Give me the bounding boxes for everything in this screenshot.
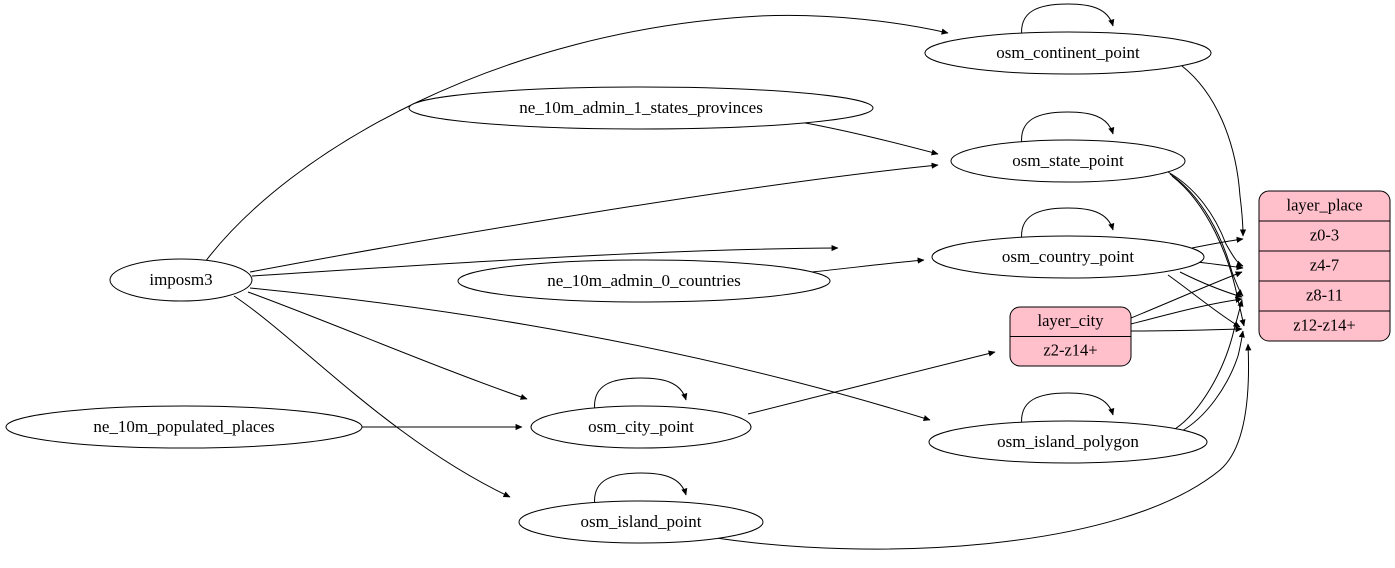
edge-layer_city-layer_place-z12_z14	[1130, 326, 1243, 333]
node-osm_island_point[interactable]: osm_island_point	[518, 500, 764, 544]
edge-osm_state_point-layer_place-z4_7	[1167, 171, 1244, 267]
edge-osm_island_point-layer_place-z12_z14	[709, 343, 1252, 550]
edge-osm_state_point-layer_place-z12_z14	[1171, 175, 1246, 327]
node-imposm3[interactable]: imposm3	[109, 258, 253, 302]
edges-layer	[204, 3, 1252, 550]
edge-osm_country_point-layer_place-z12_z14	[1167, 274, 1241, 328]
nodes-layer: imposm3 ne_10m_admin_1_states_provinces …	[5, 31, 1391, 544]
edge-osm_continent_point-layer_place-z0_3	[1181, 65, 1247, 237]
edge-osm_city_point-layer_city	[747, 350, 996, 415]
edge-self-osm_continent_point	[1021, 3, 1115, 39]
edge-self-osm_island_point	[594, 472, 688, 508]
edge-osm_country_point-layer_place-z8_11	[1179, 271, 1243, 299]
node-layer_city[interactable]: layer_city z2-z14+	[1009, 306, 1132, 367]
edge-ne_states-osm_state_point	[799, 121, 939, 156]
edge-self-osm_state_point	[1021, 111, 1115, 147]
edge-imposm3-osm_country_point	[251, 244, 839, 277]
edge-osm_country_point-layer_place-z0_3	[1191, 236, 1244, 249]
node-osm_city_point[interactable]: osm_city_point	[530, 405, 752, 449]
node-osm_island_polygon[interactable]: osm_island_polygon	[928, 420, 1208, 464]
edge-osm_state_point-layer_place-z8_11	[1169, 173, 1244, 297]
node-osm_country_point[interactable]: osm_country_point	[931, 235, 1205, 279]
edge-imposm3-osm_island_point	[233, 295, 511, 498]
edge-self-osm_island_polygon	[1021, 392, 1115, 428]
node-ne_10m_populated_places[interactable]: ne_10m_populated_places	[5, 405, 363, 449]
edge-osm_island_polygon-layer_place-z12_z14	[1179, 330, 1245, 433]
edge-osm_island_polygon-layer_place-z8_11	[1174, 299, 1244, 430]
edge-osm_country_point-layer_place-z4_7	[1196, 261, 1244, 271]
edge-self-osm_country_point	[1021, 207, 1115, 243]
edge-imposm3-osm_state_point	[249, 162, 939, 273]
node-ne_10m_admin_1_states_provinces[interactable]: ne_10m_admin_1_states_provinces	[408, 86, 874, 130]
layer_place-box	[1258, 190, 1391, 342]
edge-layer_city-layer_place-z4_7	[1130, 271, 1243, 319]
node-layer_place[interactable]: layer_place z0-3 z4-7 z8-11 z12-z14+	[1258, 190, 1391, 342]
node-osm_state_point[interactable]: osm_state_point	[950, 139, 1186, 183]
edge-imposm3-osm_island_polygon	[249, 287, 931, 422]
edge-imposm3-osm_continent_point	[204, 14, 949, 263]
node-osm_continent_point[interactable]: osm_continent_point	[924, 31, 1212, 75]
edge-ne_countries-osm_country_point	[811, 257, 925, 273]
node-ne_10m_admin_0_countries[interactable]: ne_10m_admin_0_countries	[457, 259, 831, 303]
edge-self-osm_city_point	[594, 377, 688, 413]
edge-layer_city-layer_place-z8_11	[1130, 296, 1243, 325]
edge-imposm3-osm_city_point	[247, 291, 528, 400]
